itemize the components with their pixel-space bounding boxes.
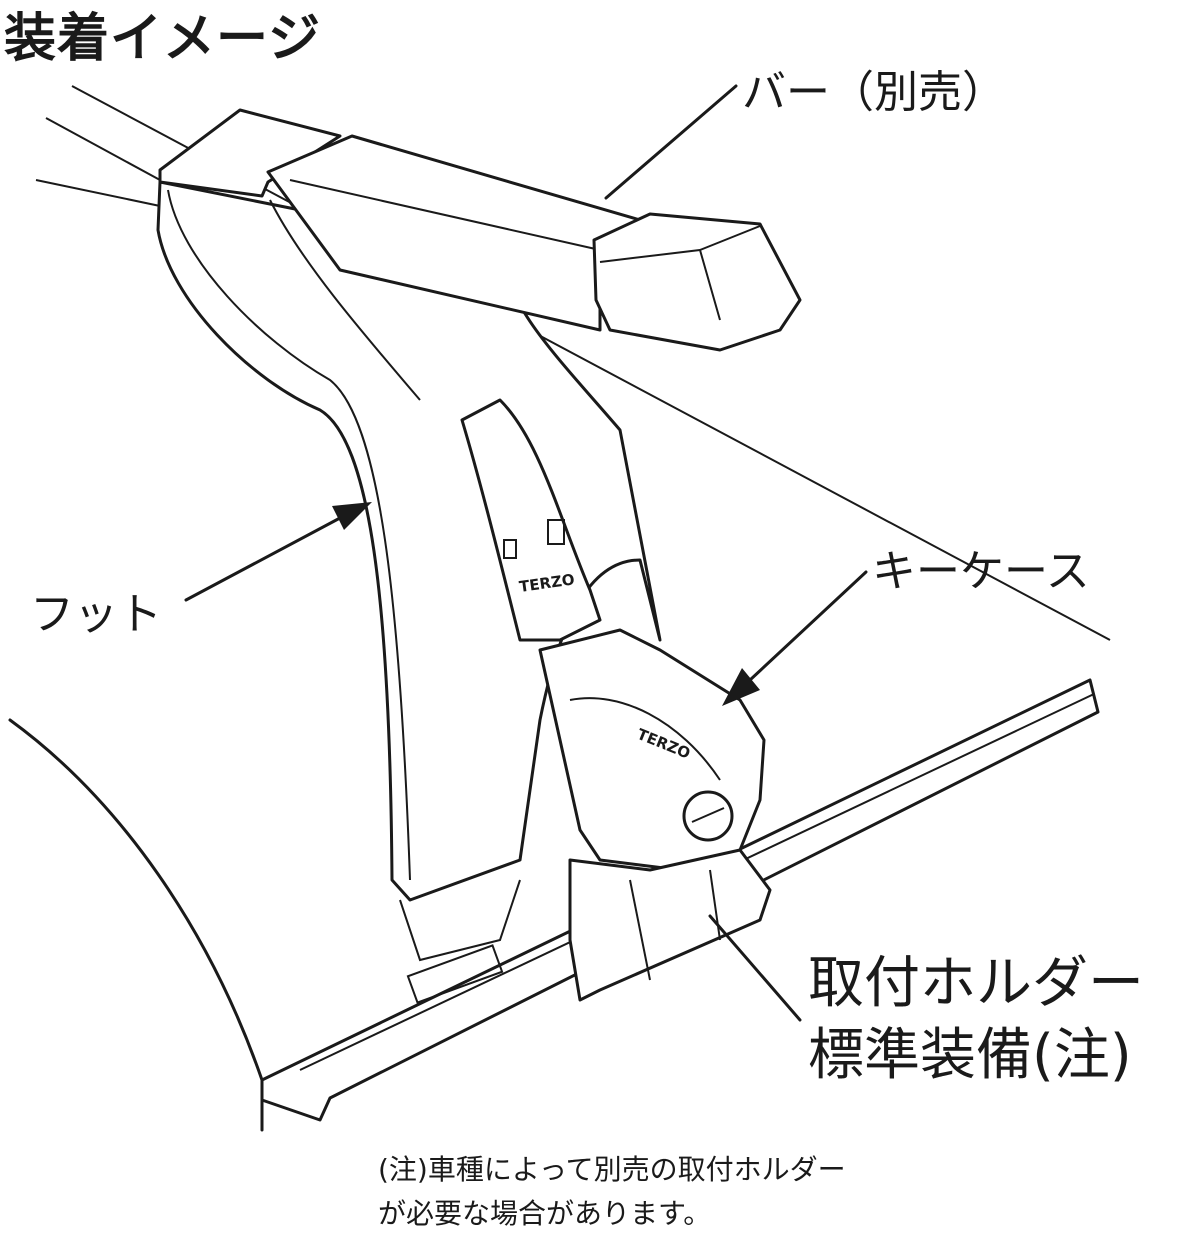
holder-label-line1: 取付ホルダー [808,951,1144,1016]
lock-window [547,519,565,545]
key-case [538,628,766,872]
footnote: (注)車種によって別売の取付ホルダー が必要な場合があります。 [378,1148,846,1236]
holder-leader-line [708,914,802,1022]
footnote-line1: (注)車種によって別売の取付ホルダー [378,1153,846,1186]
keycase-arrowhead [722,668,760,706]
foot-arrowhead [332,502,372,530]
keycase-leader-line [748,570,868,682]
roof-line-2 [45,117,161,181]
holder-label-line2: 標準装備(注) [808,1023,1132,1088]
foot-inner-panel [460,398,602,642]
foot-cap [158,108,342,198]
foot-leader-line [184,516,342,602]
bar-leader-line [604,84,738,200]
bar-label: バー（別売） [742,67,1006,118]
page-title: 装着イメージ [4,9,321,69]
holder-label: 取付ホルダー 標準装備(注) [808,948,1144,1092]
car-roof-outline [8,718,264,1132]
key-case-label: キーケース [872,546,1090,597]
roof-line-3 [35,179,161,207]
foot-body [156,180,662,902]
footnote-line2: が必要な場合があります。 [378,1197,712,1230]
bar-end-cap [592,212,802,352]
foot-label: フット [30,589,162,640]
mounting-holder [568,848,772,1002]
